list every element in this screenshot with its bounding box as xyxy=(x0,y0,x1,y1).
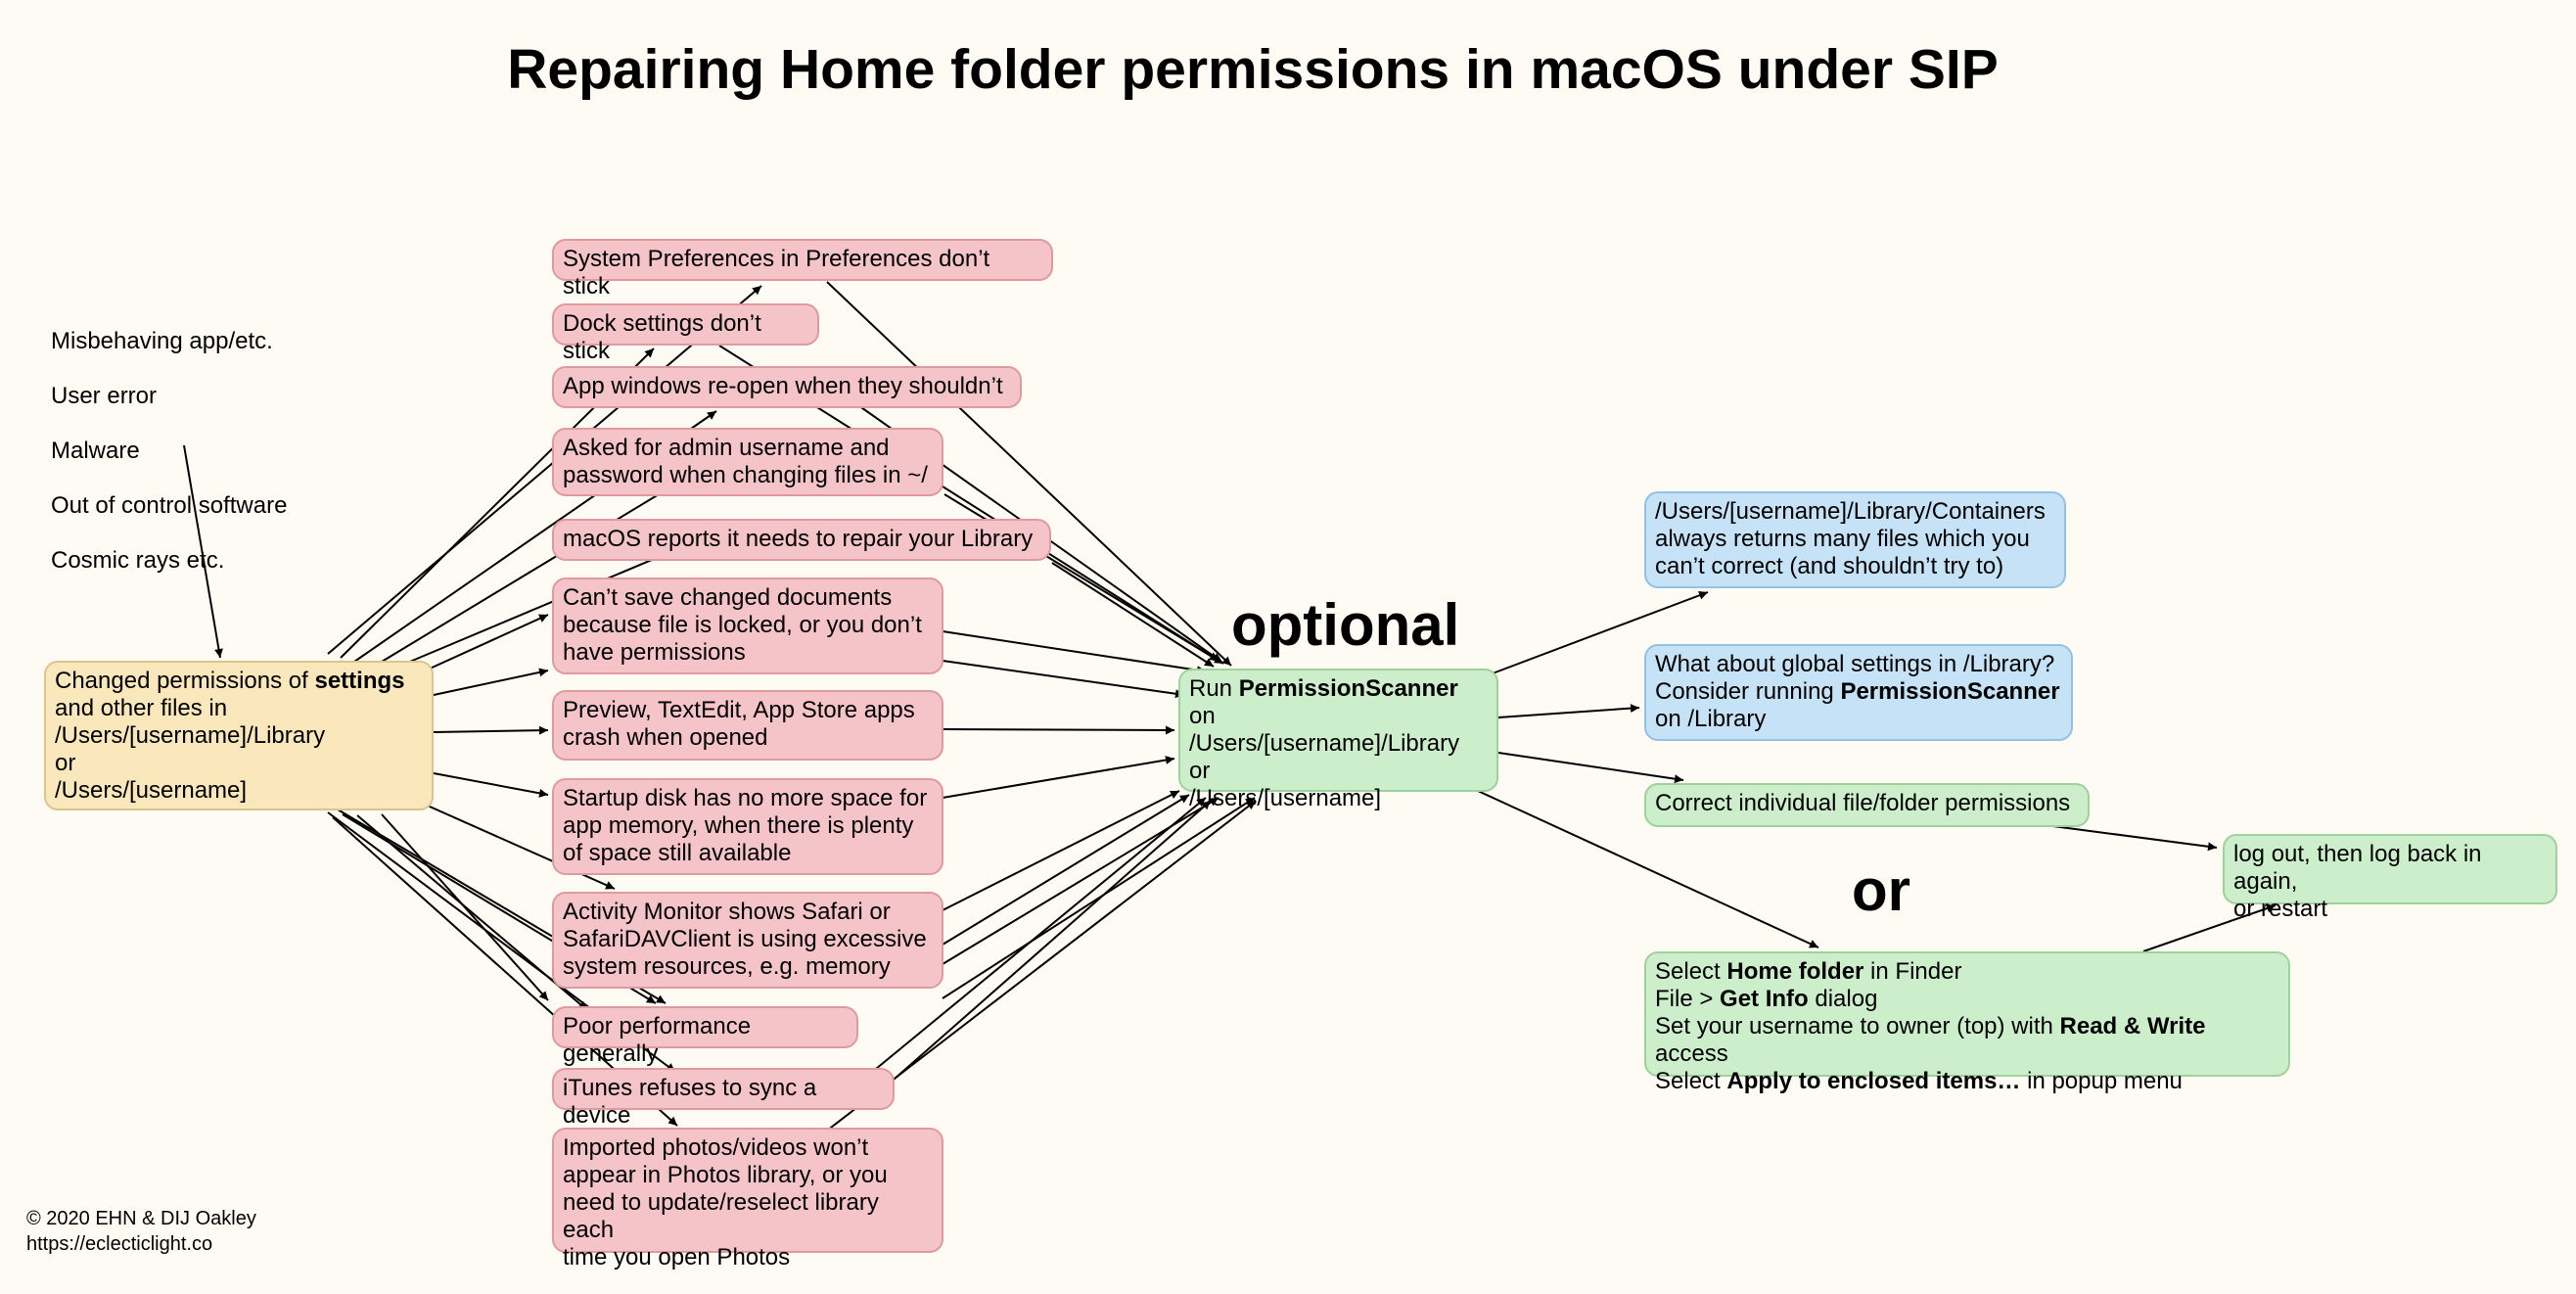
connector-arrow xyxy=(942,630,1207,675)
or-label: or xyxy=(1852,857,1910,923)
source-node: Changed permissions of settings and othe… xyxy=(44,661,434,810)
permission-scanner-node: Run PermissionScanner on /Users/[usernam… xyxy=(1178,669,1498,811)
connector-arrow xyxy=(433,668,549,696)
connector-arrow xyxy=(1477,790,1819,948)
connector-arrow xyxy=(433,725,549,735)
connector-arrow xyxy=(183,444,223,659)
connector-arrow xyxy=(1051,562,1215,668)
symptom-cant-save: Can’t save changed documents because fil… xyxy=(552,578,943,674)
connector-arrow xyxy=(875,797,1207,1070)
containers-note: /Users/[username]/Library/Containers alw… xyxy=(1644,491,2066,588)
finder-instructions-node: Select Home folder in Finder File > Get … xyxy=(1644,951,2290,1094)
connector-arrow xyxy=(942,725,1175,735)
optional-label: optional xyxy=(1231,592,1460,658)
connector-arrow xyxy=(942,794,1190,946)
connector-arrow xyxy=(327,285,762,655)
connector-arrow xyxy=(826,800,1257,1132)
symptom-apps-crash: Preview, TextEdit, App Store apps crash … xyxy=(552,690,943,761)
cause-item: Cosmic rays etc. xyxy=(51,547,225,574)
global-settings-note: What about global settings in /Library? … xyxy=(1644,644,2073,741)
causes-list: Misbehaving app/etc. User error Malware … xyxy=(51,300,287,602)
cause-item: Misbehaving app/etc. xyxy=(51,328,273,354)
connector-arrow xyxy=(433,772,549,798)
symptom-system-preferences: System Preferences in Preferences don’t … xyxy=(552,239,1053,300)
connector-arrow xyxy=(356,814,588,1011)
connector-arrow xyxy=(1497,752,1684,784)
connector-arrow xyxy=(942,797,1219,965)
connector-arrow xyxy=(826,281,1232,667)
symptom-dock-settings: Dock settings don’t stick xyxy=(552,303,819,364)
connector-arrow xyxy=(371,485,674,669)
connector-arrow xyxy=(1497,704,1640,718)
symptom-repair-library: macOS reports it needs to repair your Li… xyxy=(552,519,1051,561)
connector-arrow xyxy=(2142,903,2277,952)
cause-item: Malware xyxy=(51,438,140,464)
connector-arrow xyxy=(1492,590,1709,674)
connector-arrow xyxy=(942,660,1185,699)
symptom-app-windows: App windows re-open when they shouldn’t xyxy=(552,366,1022,408)
connector-arrow xyxy=(942,790,1180,911)
diagram-title: Repairing Home folder permissions in mac… xyxy=(507,38,1999,101)
connector-arrow xyxy=(860,800,1212,1109)
connector-arrow xyxy=(942,756,1175,799)
symptom-poor-performance: Poor performance generally xyxy=(552,1006,858,1067)
symptom-admin-password: Asked for admin username and password wh… xyxy=(552,428,943,496)
cause-item: Out of control software xyxy=(51,492,288,519)
copyright-footer: © 2020 EHN & DIJ Oakley https://eclectic… xyxy=(26,1208,256,1255)
cause-item: User error xyxy=(51,383,158,409)
symptom-startup-disk: Startup disk has no more space for app m… xyxy=(552,778,943,875)
correct-permissions-node: Correct individual file/folder permissio… xyxy=(1644,783,2090,827)
symptom-itunes-sync: iTunes refuses to sync a device xyxy=(552,1068,895,1129)
connector-arrow xyxy=(2045,824,2218,852)
symptom-activity-monitor: Activity Monitor shows Safari or SafariD… xyxy=(552,892,943,989)
logout-node: log out, then log back in again, or rest… xyxy=(2223,834,2557,922)
symptom-photos-library: Imported photos/videos won’t appear in P… xyxy=(552,1128,943,1271)
